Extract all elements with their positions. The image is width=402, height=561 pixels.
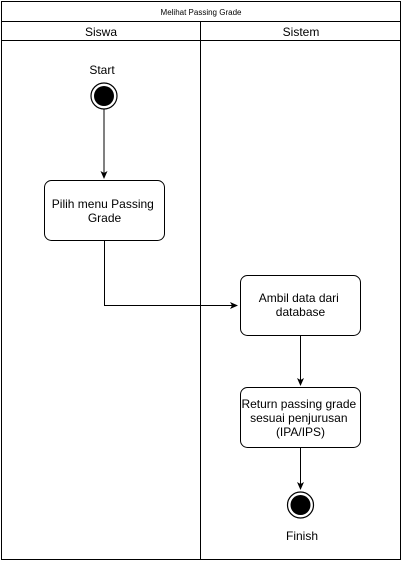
start-label: Start bbox=[89, 63, 115, 77]
action-ambil-data-line-1: Ambil data dari bbox=[259, 291, 339, 305]
action-return-grade-line-1: Return passing grade bbox=[241, 397, 356, 411]
start-node bbox=[90, 82, 118, 110]
action-ambil-data-line-2: database bbox=[276, 305, 326, 319]
svg-text:Pilih menu Passing Grade: Pilih menu Passing Grade bbox=[52, 197, 157, 225]
svg-text:Return passing grade ses: Return passing grade sesuai penjurusan (… bbox=[241, 397, 359, 439]
lane-label-sistem: Sistem bbox=[283, 25, 320, 39]
action-return-grade-line-3: (IPA/IPS) bbox=[276, 425, 325, 439]
action-ambil-data: Ambil data dari database bbox=[240, 275, 361, 336]
finish-node bbox=[286, 491, 315, 519]
action-pilih-menu-line-1: Pilih menu Passing bbox=[52, 197, 154, 211]
action-return-grade: Return passing grade sesuai penjurusan (… bbox=[240, 387, 361, 448]
svg-text:Ambil data dari database: Ambil data dari database bbox=[259, 291, 342, 319]
diagram-title: Melihat Passing Grade bbox=[161, 8, 242, 17]
action-return-grade-line-2: sesuai penjurusan bbox=[250, 411, 347, 425]
action-pilih-menu: Pilih menu Passing Grade bbox=[44, 180, 165, 241]
lane-label-siswa: Siswa bbox=[85, 25, 117, 39]
finish-label: Finish bbox=[286, 529, 318, 543]
action-pilih-menu-line-2: Grade bbox=[88, 211, 122, 225]
flow-arrow-pilih-to-ambil bbox=[104, 240, 238, 309]
